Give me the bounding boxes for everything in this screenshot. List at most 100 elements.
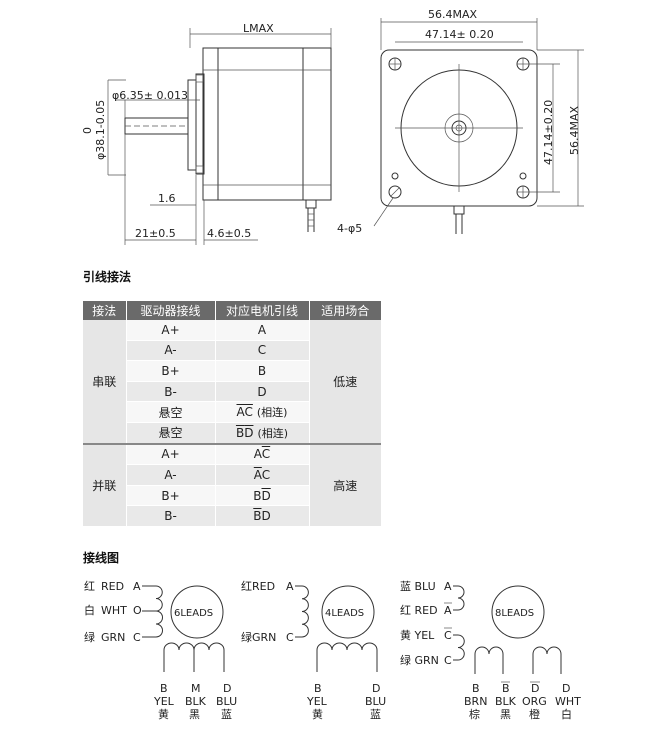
wire-lead: B — [472, 682, 480, 695]
diagram-circle-label: 4LEADS — [325, 608, 364, 619]
driver-wire: B- — [126, 381, 216, 403]
wire-label-en: ORG — [522, 695, 547, 708]
motor-lead: A — [215, 320, 310, 341]
motor-lead-2: C — [261, 447, 271, 462]
dim-boss-val: 38.1 — [94, 128, 107, 153]
wire-label-en: YEL — [153, 695, 175, 708]
connected-note: (相连) — [256, 406, 288, 420]
motor-lead: AC(相连) — [215, 401, 310, 423]
wire-lead: D — [562, 682, 570, 695]
diagram-8-leads: 8LEADS 蓝 BLU A 红 RED A 黄 YEL C 绿 GRN C B… — [400, 580, 581, 721]
section-title-wiring-method: 引线接法 — [83, 270, 132, 284]
wire-label: 蓝 BLU — [400, 580, 436, 593]
wire-label-en: WHT — [101, 604, 127, 617]
section-title-wiring-diagram: 接线图 — [83, 551, 120, 565]
motor-lead: BD — [215, 485, 310, 507]
wire-label-cn: 黑 — [189, 708, 200, 721]
wire-label-en: BLK — [185, 695, 207, 708]
motor-lead: BD — [215, 505, 310, 527]
wire-label-cn: 黄 — [158, 707, 169, 721]
motor-lead-2: D — [261, 509, 271, 524]
wire-label-en: BRN — [464, 695, 487, 708]
wire-lead: B — [160, 682, 168, 695]
svg-text:φ38.1-0.05: φ38.1-0.05 — [94, 100, 107, 160]
wire-lead: B — [314, 682, 322, 695]
motor-lead-1: B — [235, 425, 245, 440]
wire-label-cn: 红 — [84, 580, 95, 593]
mechanical-drawing: LMAX φ6.35± 0.013 φ38.1-0.05 0 1.6 21±0.… — [81, 8, 584, 245]
driver-wire: 悬空 — [126, 422, 216, 445]
motor-lead-1: C — [257, 343, 267, 358]
driver-wire: B- — [126, 505, 216, 527]
wire-lead: C — [133, 631, 141, 644]
wire-label: 红RED — [241, 580, 275, 593]
motor-lead: BD(相连) — [215, 422, 310, 445]
driver-wire: 悬空 — [126, 401, 216, 423]
wire-label-en: BLU — [216, 695, 237, 708]
wire-lead: D — [223, 682, 231, 695]
connected-note: (相连) — [257, 426, 289, 440]
wire-lead: C — [444, 629, 452, 642]
wire-label-cn: 绿 — [84, 630, 95, 644]
wire-lead: D — [372, 682, 380, 695]
wire-lead: C — [286, 631, 294, 644]
table-row: B-BD — [83, 505, 381, 527]
wire-label: 绿 GRN — [400, 653, 439, 667]
wiring-diagrams: 6LEADS 红 RED A 白 WHT O 绿 GRN C B YEL 黄 M… — [84, 580, 581, 721]
driver-wire: B+ — [126, 360, 216, 382]
table-header: 对应电机引线 — [215, 301, 310, 320]
wire-label-en: BLU — [365, 695, 386, 708]
motor-lead-1: A — [253, 467, 262, 482]
wire-label-cn: 黑 — [500, 708, 511, 721]
wire-label-cn: 橙 — [529, 707, 540, 721]
table-header: 适用场合 — [309, 301, 381, 320]
table-header: 驱动器接线 — [126, 301, 216, 320]
dim-4-6: 4.6±0.5 — [207, 227, 251, 240]
group-series: 串联 — [83, 320, 127, 445]
dim-56-top: 56.4MAX — [428, 8, 478, 21]
wire-lead: A — [444, 604, 452, 617]
dim-56-side: 56.4MAX — [568, 105, 581, 155]
front-view — [380, 49, 538, 234]
driver-wire: A+ — [126, 320, 216, 341]
dim-boss-tol-top: 0 — [81, 127, 94, 134]
diagram-4-leads: 4LEADS 红RED A 绿GRN C B YEL 黄 D BLU 蓝 — [241, 580, 386, 721]
wire-label-en: RED — [101, 580, 124, 593]
motor-lead-2: C — [261, 467, 271, 482]
dim-boss-sym: φ — [94, 153, 107, 160]
motor-lead-1: A — [257, 322, 267, 337]
motor-lead-1: B — [257, 363, 267, 378]
driver-wire: B+ — [126, 485, 216, 507]
dim-47-top: 47.14± 0.20 — [425, 28, 494, 41]
wire-label-cn: 棕 — [469, 707, 480, 721]
wire-label-en: WHT — [555, 695, 581, 708]
motor-lead-2: D — [261, 488, 271, 503]
group-parallel: 并联 — [83, 442, 127, 527]
diagram-circle-label: 6LEADS — [174, 608, 213, 619]
table-row: B-D — [83, 381, 381, 403]
wire-label-en: BLK — [495, 695, 517, 708]
driver-wire: A- — [126, 340, 216, 362]
wire-lead: A — [286, 580, 294, 593]
wire-lead: C — [444, 654, 452, 667]
speed-high: 高速 — [309, 442, 381, 527]
wire-lead: A — [133, 580, 141, 593]
dim-boss-tol-bot: -0.05 — [94, 100, 107, 128]
wire-lead: O — [133, 604, 142, 617]
driver-wire: A+ — [126, 442, 216, 466]
table-row: B+ B — [83, 360, 381, 382]
dim-shaft-dia: φ6.35± 0.013 — [112, 89, 188, 102]
wire-lead: D — [531, 682, 539, 695]
wire-label: 红 RED — [400, 604, 438, 617]
dim-holes: 4-φ5 — [337, 222, 362, 235]
wire-label-cn: 白 — [84, 603, 95, 617]
diagram-6-leads: 6LEADS 红 RED A 白 WHT O 绿 GRN C B YEL 黄 M… — [84, 580, 237, 721]
motor-lead: C — [215, 340, 310, 362]
wire-lead: A — [444, 580, 452, 593]
table-header: 接法 — [83, 301, 127, 320]
dim-47-side: 47.14±0.20 — [542, 100, 555, 165]
